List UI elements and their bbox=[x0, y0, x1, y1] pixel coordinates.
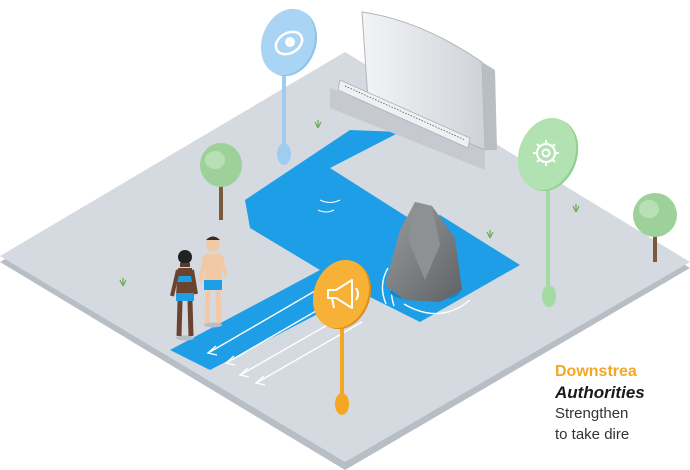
rock bbox=[385, 202, 462, 302]
megaphone-icon bbox=[327, 279, 359, 309]
caption-title: Downstrea bbox=[555, 363, 637, 380]
dam-building bbox=[330, 11, 497, 170]
orange-location-pin[interactable] bbox=[304, 252, 381, 415]
person-woman bbox=[170, 250, 198, 341]
green-location-pin[interactable] bbox=[508, 110, 588, 307]
grass-sprouts bbox=[119, 120, 580, 287]
caption-subtitle: Authorities bbox=[555, 383, 645, 402]
caption-line-1: Strengthen bbox=[555, 405, 629, 422]
person-man bbox=[198, 236, 228, 328]
gear-icon bbox=[533, 140, 559, 166]
tree-left bbox=[200, 143, 242, 220]
caption-line-2: to take dire bbox=[555, 426, 630, 443]
caption-block: Downstrea Authorities Strengthen to take… bbox=[555, 362, 690, 445]
eye-icon bbox=[274, 30, 304, 56]
tree-right bbox=[633, 193, 677, 262]
blue-location-pin[interactable] bbox=[252, 1, 326, 165]
river bbox=[170, 130, 520, 370]
